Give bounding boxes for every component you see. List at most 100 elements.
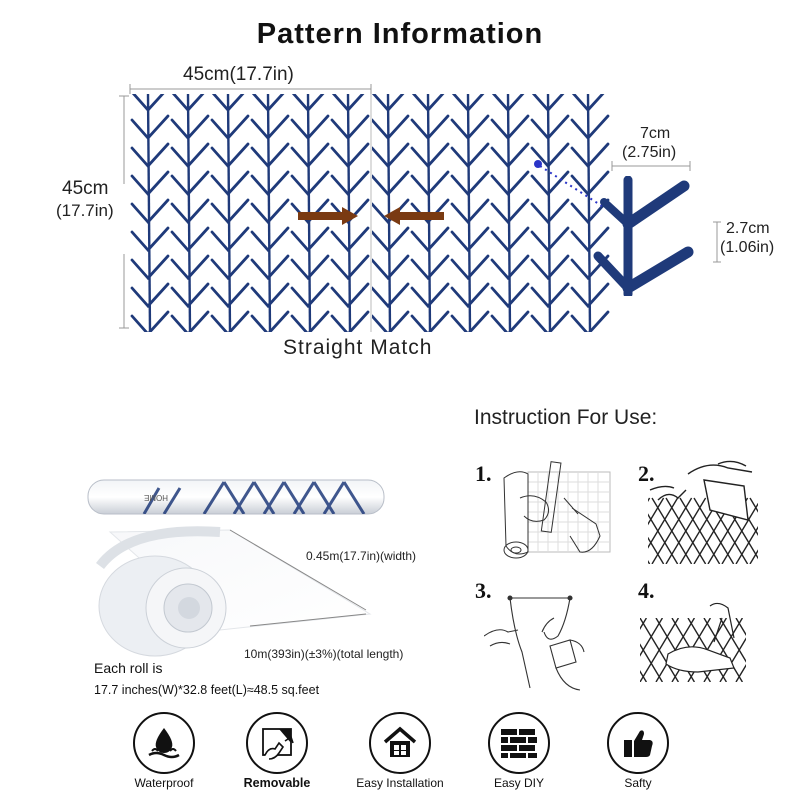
pattern-stroke — [170, 170, 210, 197]
house-icon — [369, 712, 431, 774]
page-title: Pattern Information — [256, 18, 544, 50]
pattern-stroke — [210, 142, 250, 169]
lattice-line — [648, 513, 679, 564]
pattern-stroke — [170, 142, 210, 169]
pattern-width-label: 45cm(17.7in) — [183, 64, 294, 85]
pattern-stroke — [330, 310, 370, 332]
detail-height-in-label: (1.06in) — [720, 239, 775, 256]
feature-safety-label: Safty — [624, 776, 652, 790]
pattern-stroke — [410, 226, 450, 253]
lattice-line — [648, 497, 651, 503]
pattern-stroke — [570, 282, 610, 309]
pattern-stroke — [490, 142, 530, 169]
pattern-stroke — [211, 94, 245, 113]
pattern-stroke — [210, 282, 250, 309]
chevron-detail-icon — [593, 176, 694, 296]
pattern-stroke — [450, 170, 490, 197]
pattern-stroke — [130, 198, 170, 225]
pattern-stroke — [330, 254, 370, 281]
lattice-line — [648, 497, 665, 526]
pattern-stroke — [411, 94, 445, 113]
pattern-width-dimension-line — [129, 84, 372, 94]
step-1-number: 1. — [475, 461, 492, 486]
roll-spec-label: 17.7 inches(W)*32.8 feet(L)≈48.5 sq.feet — [94, 683, 320, 697]
pattern-stroke — [450, 142, 490, 169]
pattern-stroke — [570, 310, 610, 332]
detail-height-cm-label: 2.7cm — [726, 220, 770, 237]
pattern-stroke — [266, 94, 272, 332]
pattern-stroke — [450, 114, 490, 141]
detail-height-dimension-line — [713, 221, 721, 263]
lattice-line — [735, 525, 758, 564]
pattern-stroke — [370, 226, 410, 253]
pattern-stroke — [330, 282, 370, 309]
pattern-stroke — [170, 198, 210, 225]
pattern-stroke — [210, 198, 250, 225]
arrow-left-icon — [384, 207, 444, 225]
pattern-stroke — [130, 142, 170, 169]
pattern-stroke — [210, 226, 250, 253]
pattern-stroke — [571, 94, 605, 113]
pattern-stroke — [410, 254, 450, 281]
lattice-line — [703, 618, 744, 682]
lattice-line — [651, 497, 693, 564]
pattern-stroke — [530, 226, 570, 253]
pattern-stroke — [250, 282, 290, 309]
pattern-stroke — [170, 254, 210, 281]
pattern-stroke — [466, 94, 472, 332]
pattern-stroke — [250, 198, 290, 225]
pattern-stroke — [490, 170, 530, 197]
pattern-stroke — [450, 198, 490, 225]
lattice-line — [749, 549, 758, 564]
lattice-line — [749, 497, 758, 513]
pattern-stroke — [490, 226, 530, 253]
lattice-line — [648, 536, 665, 564]
step-3-number: 3. — [475, 578, 492, 603]
pattern-stroke — [170, 310, 210, 332]
pattern-stroke — [410, 142, 450, 169]
lattice-line — [640, 618, 680, 682]
pattern-stroke — [130, 282, 170, 309]
pattern-stroke — [210, 310, 250, 332]
pattern-stroke — [290, 114, 330, 141]
pattern-stroke — [250, 254, 290, 281]
svg-text:HOME: HOME — [144, 493, 168, 502]
feature-easy-installation — [369, 712, 431, 774]
pattern-stroke — [210, 114, 250, 141]
pattern-stroke — [370, 142, 410, 169]
pattern-stroke — [570, 114, 610, 141]
pattern-stroke — [410, 114, 450, 141]
pattern-stroke — [251, 94, 285, 113]
thumbs-up-icon — [607, 712, 669, 774]
pattern-stroke — [490, 254, 530, 281]
pattern-stroke — [570, 226, 610, 253]
pattern-stroke — [290, 226, 330, 253]
pattern-stroke — [250, 170, 290, 197]
pattern-stroke — [450, 282, 490, 309]
pattern-stroke — [250, 142, 290, 169]
lattice-line — [719, 637, 746, 682]
pattern-stroke — [410, 310, 450, 332]
pattern-stroke — [410, 282, 450, 309]
roll-length-label: 10m(393in)(±3%)(total length) — [244, 647, 404, 661]
pattern-stroke — [530, 198, 570, 225]
pattern-height-dimension-line — [119, 95, 129, 329]
pattern-stroke — [530, 254, 570, 281]
pattern-stroke — [490, 310, 530, 332]
pattern-stroke — [370, 198, 410, 225]
lattice-line — [721, 502, 758, 564]
detail-width-cm-label: 7cm — [640, 125, 671, 142]
pattern-stroke — [250, 114, 290, 141]
feature-waterproof-label: Waterproof — [134, 776, 194, 790]
removable-icon — [246, 712, 308, 774]
pattern-stroke — [531, 94, 565, 113]
arrow-right-icon — [298, 207, 358, 225]
pattern-stroke — [330, 170, 370, 197]
pattern-stroke — [506, 94, 512, 332]
step-2-peel-backing-illustration — [648, 460, 758, 564]
pattern-stroke — [570, 142, 610, 169]
wallpaper-roll-unrolled — [96, 526, 372, 657]
pattern-stroke — [530, 282, 570, 309]
pattern-stroke — [371, 94, 405, 113]
pattern-stroke — [330, 226, 370, 253]
